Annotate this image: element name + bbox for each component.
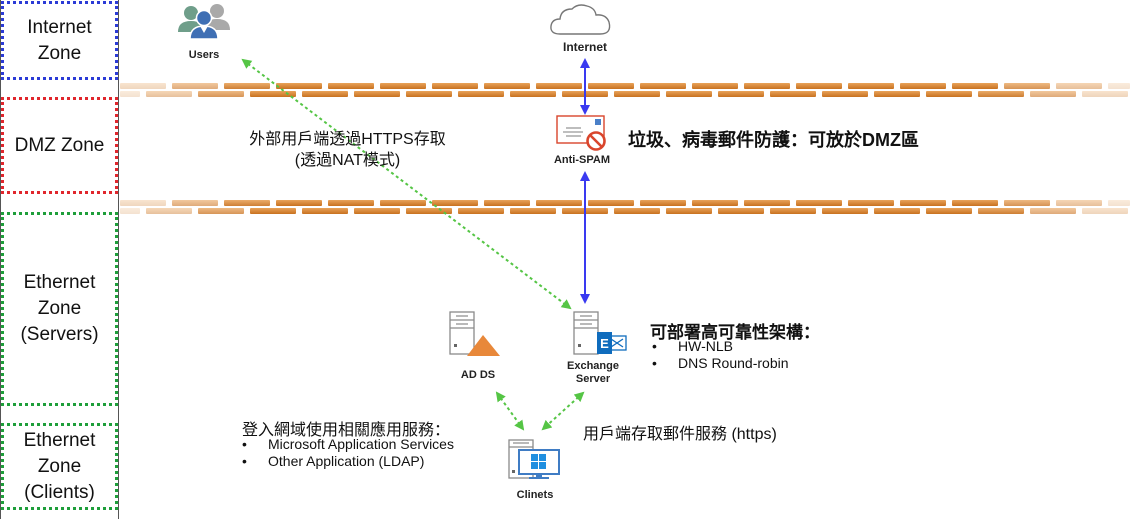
firewall-brick	[822, 91, 868, 97]
firewall-brick	[1056, 200, 1102, 206]
firewall-brick	[172, 83, 218, 89]
users-label: Users	[188, 49, 220, 61]
firewall-brick	[614, 91, 660, 97]
link-users-exchange-https	[241, 58, 572, 310]
firewall-brick	[900, 200, 946, 206]
exchange-server-icon: E	[573, 311, 627, 355]
anti-spam-mail-icon	[556, 115, 606, 151]
firewall-brick	[744, 200, 790, 206]
svg-text:E: E	[600, 336, 609, 351]
external-access-line2: (透過NAT模式)	[294, 152, 401, 169]
firewall-brick	[952, 83, 998, 89]
firewall-brick	[900, 83, 946, 89]
ha-list: •HW-NLB •DNS Round-robin	[652, 338, 789, 372]
firewall-brick	[718, 208, 764, 214]
zone-column-left-border	[0, 0, 1, 519]
firewall-brick	[588, 83, 634, 89]
link-exchange-clients	[541, 391, 585, 431]
antispam-label: Anti-SPAM	[553, 154, 610, 166]
firewall-brick	[770, 208, 816, 214]
firewall-brick	[926, 208, 972, 214]
ha-list-item: •DNS Round-robin	[652, 355, 789, 371]
firewall-brick	[120, 83, 166, 89]
firewall-brick	[640, 83, 686, 89]
zone-ethernet-servers: Ethernet Zone (Servers)	[1, 212, 118, 406]
zone-internet: Internet Zone	[1, 1, 118, 80]
firewall-brick	[146, 91, 192, 97]
adds-label: AD DS	[460, 369, 496, 381]
firewall-brick	[770, 91, 816, 97]
exchange-label-line1: Exchange	[567, 360, 619, 372]
firewall-brick	[1108, 200, 1130, 206]
firewall-brick	[1004, 200, 1050, 206]
external-access-note: 外部用戶端透過HTTPS存取 (透過NAT模式)	[240, 129, 455, 171]
firewall-brick	[1030, 208, 1076, 214]
firewall-brick	[640, 200, 686, 206]
firewall-brick	[692, 83, 738, 89]
zone-dmz: DMZ Zone	[1, 97, 118, 194]
firewall-brick	[848, 83, 894, 89]
firewall-brick	[1082, 91, 1128, 97]
domain-services-item: •Other Application (LDAP)	[242, 453, 425, 469]
firewall-brick	[666, 208, 712, 214]
firewall-brick	[120, 200, 166, 206]
exchange-label-line2: Server	[575, 373, 611, 385]
clients-label: Clinets	[516, 489, 554, 501]
firewall-brick	[874, 208, 920, 214]
firewall-brick	[1004, 83, 1050, 89]
firewall-brick	[822, 208, 868, 214]
firewall-brick	[978, 91, 1024, 97]
firewall-brick	[744, 83, 790, 89]
windows-client-icon	[508, 439, 560, 479]
zone-ethernet-clients: Ethernet Zone (Clients)	[1, 423, 118, 510]
client-access-note: 用戶端存取郵件服務 (https)	[583, 426, 777, 443]
cloud-icon	[550, 4, 611, 35]
firewall-brick	[666, 91, 712, 97]
antispam-note: 垃圾、病毒郵件防護：可放於DMZ區	[628, 130, 919, 150]
link-adds-clients	[495, 391, 525, 431]
firewall-brick	[614, 208, 660, 214]
firewall-brick	[588, 200, 634, 206]
firewall-brick	[952, 200, 998, 206]
internet-label: Internet	[562, 40, 607, 54]
firewall-brick	[718, 91, 764, 97]
ad-ds-server-icon	[449, 311, 500, 356]
firewall-brick	[1108, 83, 1130, 89]
firewall-brick	[874, 91, 920, 97]
domain-services-item: •Microsoft Application Services	[242, 436, 454, 452]
users-icon	[178, 4, 230, 40]
firewall-brick	[1082, 208, 1128, 214]
ha-title: 可部署高可靠性架構：	[650, 323, 820, 342]
firewall-brick	[978, 208, 1024, 214]
firewall-brick	[926, 91, 972, 97]
firewall-brick	[146, 208, 192, 214]
domain-services-list: •Microsoft Application Services •Other A…	[242, 436, 454, 470]
zone-column-right-border	[118, 0, 119, 519]
exchange-label: Exchange Server	[562, 360, 624, 386]
firewall-brick	[692, 200, 738, 206]
firewall-brick	[198, 91, 244, 97]
firewall-brick	[172, 200, 218, 206]
firewall-brick	[120, 208, 140, 214]
ha-list-item: •HW-NLB	[652, 338, 733, 354]
firewall-brick	[198, 208, 244, 214]
firewall-brick	[848, 200, 894, 206]
external-access-line1: 外部用戶端透過HTTPS存取	[249, 131, 446, 148]
firewall-brick	[796, 200, 842, 206]
firewall-brick	[796, 83, 842, 89]
domain-services-title: 登入網域使用相關應用服務：	[242, 422, 451, 439]
firewall-brick	[120, 91, 140, 97]
firewall-brick	[1030, 91, 1076, 97]
firewall-brick	[1056, 83, 1102, 89]
